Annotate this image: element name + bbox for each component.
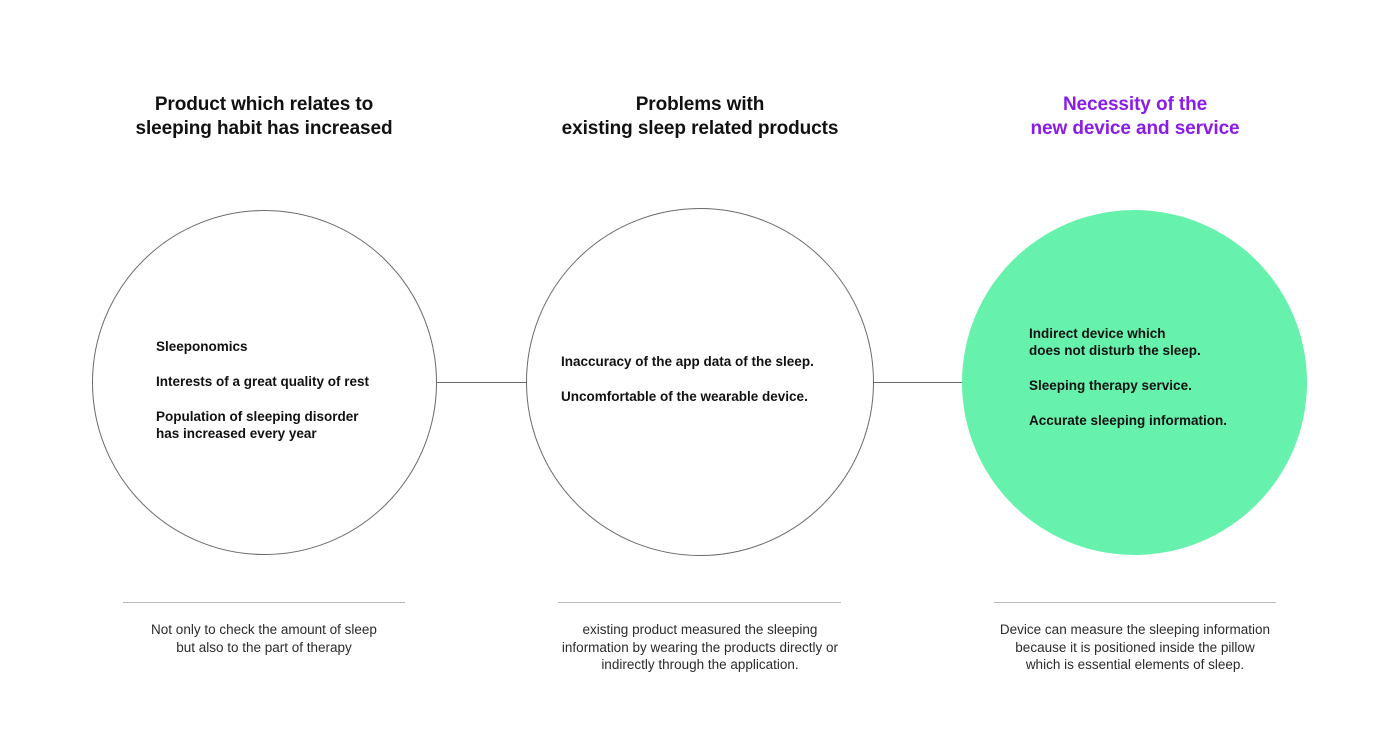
column-2-divider [558,602,841,603]
column-1-bullet-list: Sleeponomics Interests of a great qualit… [156,338,406,442]
column-3-divider [994,602,1276,603]
column-3-bullet-list: Indirect device which does not disturb t… [1029,325,1289,429]
bullet-item: Inaccuracy of the app data of the sleep. [561,354,814,369]
column-1-circle [92,210,437,555]
column-2-caption: existing product measured the sleeping i… [561,622,839,672]
bullet-item: Accurate sleeping information. [1029,413,1228,428]
bullet-item: Sleeping therapy service. [1029,378,1192,393]
column-1-divider [123,602,405,603]
bullet-item: Population of sleeping disorder has incr… [156,409,359,441]
column-3-circle [962,210,1307,555]
bullet-item: Sleeponomics [156,339,248,354]
column-2-circle [526,208,874,556]
column-3-heading: Necessity of the new device and service [1030,94,1240,139]
bullet-item: Indirect device which does not disturb t… [1029,326,1201,358]
column-1-caption: Not only to check the amount of sleep bu… [151,622,377,655]
column-2-bullet-list: Inaccuracy of the app data of the sleep.… [561,353,851,405]
bullet-item: Interests of a great quality of rest [156,374,370,389]
column-1-heading: Product which relates to sleeping habit … [135,94,393,139]
column-2-heading: Problems with existing sleep related pro… [561,94,839,139]
bullet-item: Uncomfortable of the wearable device. [561,389,808,404]
connector-line-1-to-2 [437,382,527,383]
column-3-caption: Device can measure the sleeping informat… [999,622,1271,672]
connector-line-2-to-3 [874,382,963,383]
